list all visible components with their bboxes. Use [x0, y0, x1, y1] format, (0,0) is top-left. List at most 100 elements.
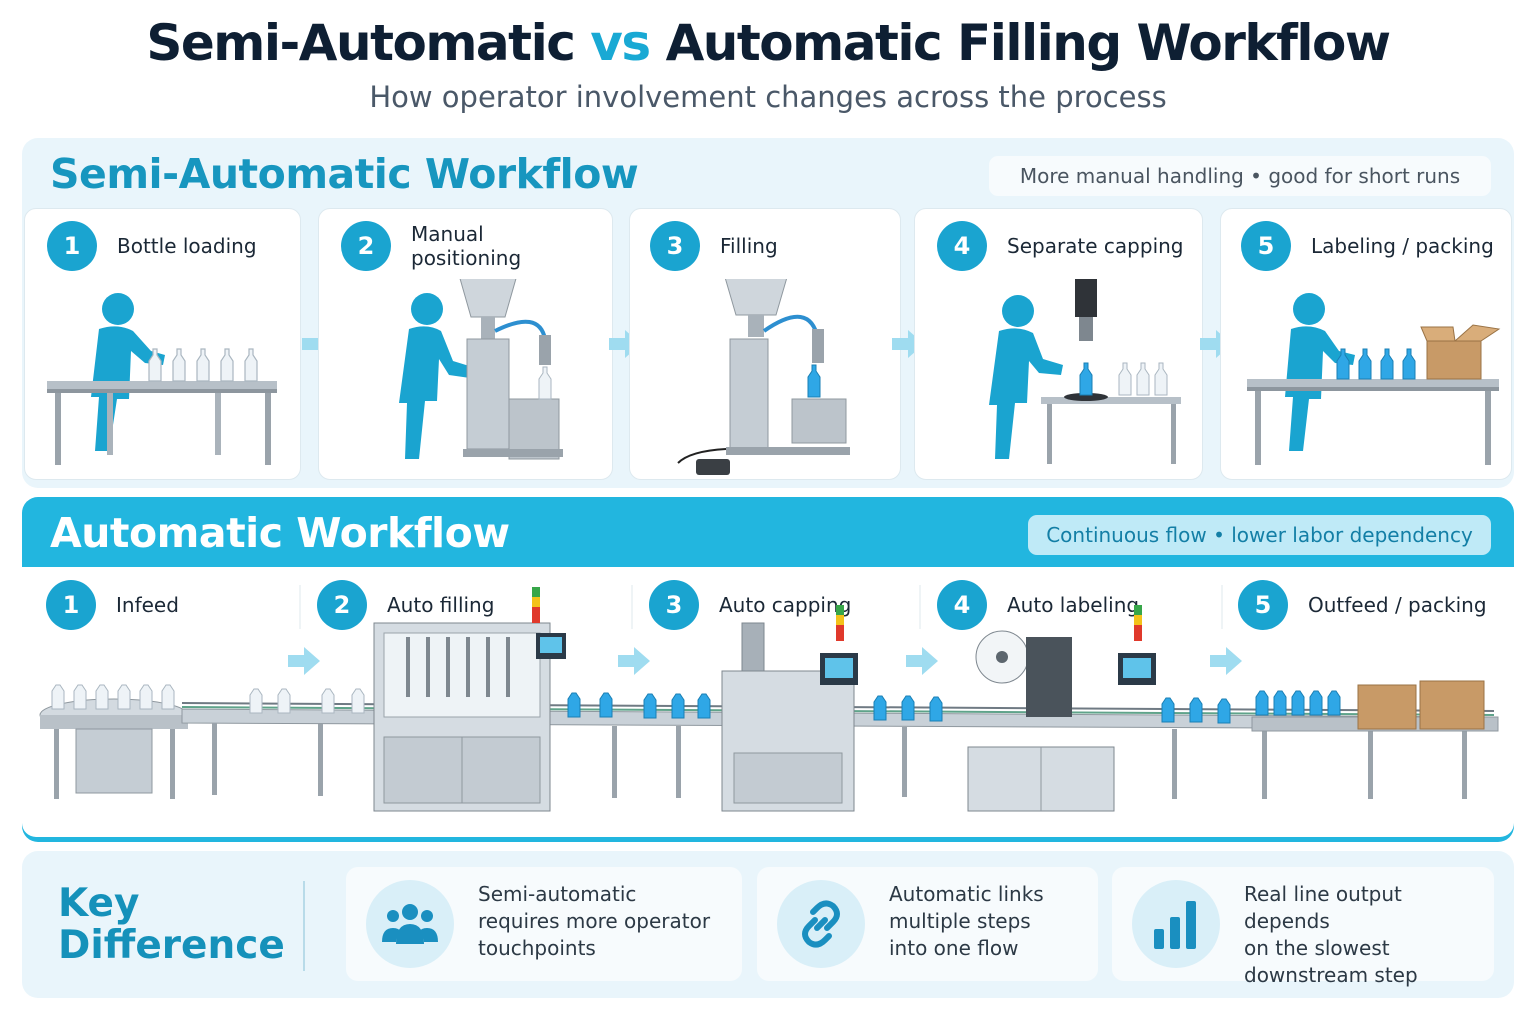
key-card-icon-circle [1132, 880, 1220, 968]
auto-step-3-number: 3 [649, 580, 699, 630]
filling-machine-icon [724, 279, 850, 455]
auto-step-5-number: 5 [1238, 580, 1288, 630]
key-card-2-line1: Automatic links [889, 882, 1044, 906]
semi-step-1-label: Bottle loading [117, 234, 257, 258]
auto-step-2-number: 2 [317, 580, 367, 630]
semi-step-3-card: 3 Filling [629, 208, 901, 480]
auto-step-3-label: Auto capping [719, 593, 852, 617]
cardboard-box-icon [1420, 324, 1501, 380]
automatic-section: Automatic Workflow Continuous flow • low… [22, 497, 1514, 842]
labeling-machine-icon [967, 605, 1156, 812]
main-title: Semi-Automatic vs Automatic Filling Work… [0, 14, 1536, 72]
auto-step-4-number: 4 [937, 580, 987, 630]
rotary-infeed-table-icon [39, 698, 189, 799]
key-card-1-line2: requires more operator [478, 909, 711, 933]
work-table-icon [47, 381, 277, 465]
key-card-3-line3: downstream step [1244, 963, 1418, 987]
key-card-2-line2: multiple steps [889, 909, 1031, 933]
key-card-2-line3: into one flow [889, 936, 1019, 960]
semi-step-5-number: 5 [1241, 221, 1291, 271]
auto-step-1-label: Infeed [116, 593, 179, 617]
semi-automatic-section: Semi-Automatic Workflow More manual hand… [22, 138, 1514, 488]
title-part-auto: Automatic Filling Workflow [665, 14, 1392, 72]
key-card-icon-circle [366, 880, 454, 968]
auto-step-5-header: 5 Outfeed / packing [1238, 580, 1487, 630]
semi-step-5-header: 5 Labeling / packing [1241, 221, 1494, 271]
key-card-linked-flow: Automatic links multiple steps into one … [757, 867, 1098, 981]
auto-step-3-header: 3 Auto capping [649, 580, 851, 630]
key-card-slowest-step: Real line output depends on the slowest … [1112, 867, 1494, 987]
empty-bottles-row-icon [51, 684, 365, 714]
work-table-icon [1247, 379, 1499, 465]
key-card-3-line2: on the slowest [1244, 936, 1390, 960]
key-card-icon-circle [777, 880, 865, 968]
semi-step-1-header: 1 Bottle loading [47, 221, 257, 271]
key-divider [303, 881, 305, 971]
auto-section-title: Automatic Workflow [50, 509, 510, 557]
capping-table-icon [1041, 393, 1181, 464]
bottles-icon [1079, 362, 1168, 396]
auto-step-2-header: 2 Auto filling [317, 580, 494, 630]
capping-machine-icon [721, 605, 858, 812]
semi-step-3-label: Filling [720, 234, 778, 258]
flow-arrow-icon [618, 647, 650, 675]
cardboard-boxes-icon [1357, 680, 1485, 730]
semi-manual-positioning-illustration [399, 279, 563, 460]
semi-bottle-loading-illustration [47, 293, 277, 465]
semi-step-4-label: Separate capping [1007, 234, 1184, 258]
step-separators [299, 585, 1223, 629]
semi-step-1-card: 1 Bottle loading [24, 208, 301, 480]
semi-labeling-packing-illustration [1247, 293, 1501, 465]
semi-step-3-number: 3 [650, 221, 700, 271]
title-vs: vs [590, 14, 651, 72]
people-icon [382, 904, 438, 944]
bottle-under-nozzle-icon [538, 366, 552, 400]
key-card-1-line3: touchpoints [478, 936, 596, 960]
foot-pedal-icon [677, 448, 730, 475]
operator-figure-icon [989, 295, 1063, 459]
operator-figure-icon [399, 293, 479, 459]
capping-head-icon [1075, 279, 1097, 341]
flow-arrow-icon [906, 647, 938, 675]
auto-line-panel: 1 Infeed 2 Auto filling 3 Auto capping 4… [22, 567, 1514, 837]
flow-arrow-icon [288, 647, 320, 675]
semi-step-3-header: 3 Filling [650, 221, 778, 271]
filled-bottles-row-icon [567, 690, 1341, 724]
link-icon [802, 900, 840, 948]
key-card-text: Automatic links multiple steps into one … [889, 881, 1044, 962]
filling-machine-icon [373, 587, 566, 812]
filled-bottle-icon [807, 364, 821, 398]
auto-step-4-label: Auto labeling [1007, 593, 1140, 617]
key-card-text: Real line output depends on the slowest … [1244, 881, 1494, 989]
key-card-3-line1: Real line output depends [1244, 882, 1402, 933]
auto-step-5-label: Outfeed / packing [1308, 593, 1487, 617]
semi-capping-illustration [989, 279, 1181, 464]
semi-step-2-label-line1: Manual [411, 222, 484, 246]
semi-filling-illustration [677, 279, 850, 475]
auto-step-4-header: 4 Auto labeling [937, 580, 1139, 630]
semi-step-5-card: 5 Labeling / packing [1220, 208, 1512, 480]
auto-tagline: Continuous flow • lower labor dependency [1028, 515, 1491, 555]
semi-step-4-header: 4 Separate capping [937, 221, 1184, 271]
filled-bottles-icon [1336, 348, 1416, 380]
key-title-line2: Difference [58, 923, 285, 968]
empty-bottles-icon [148, 348, 258, 382]
filling-machine-icon [459, 279, 563, 460]
semi-step-1-number: 1 [47, 221, 97, 271]
automatic-production-line-illustration [39, 585, 1499, 812]
title-part-semi: Semi-Automatic [146, 14, 575, 72]
auto-step-2-label: Auto filling [387, 593, 495, 617]
key-card-operator-touchpoints: Semi-automatic requires more operator to… [346, 867, 742, 981]
key-card-text: Semi-automatic requires more operator to… [478, 881, 710, 962]
semi-step-5-label: Labeling / packing [1311, 234, 1494, 258]
key-card-1-line1: Semi-automatic [478, 882, 637, 906]
semi-tagline: More manual handling • good for short ru… [989, 156, 1491, 196]
semi-step-2-number: 2 [341, 221, 391, 271]
flow-arrow-icon [1210, 647, 1242, 675]
main-subtitle: How operator involvement changes across … [369, 80, 1167, 114]
